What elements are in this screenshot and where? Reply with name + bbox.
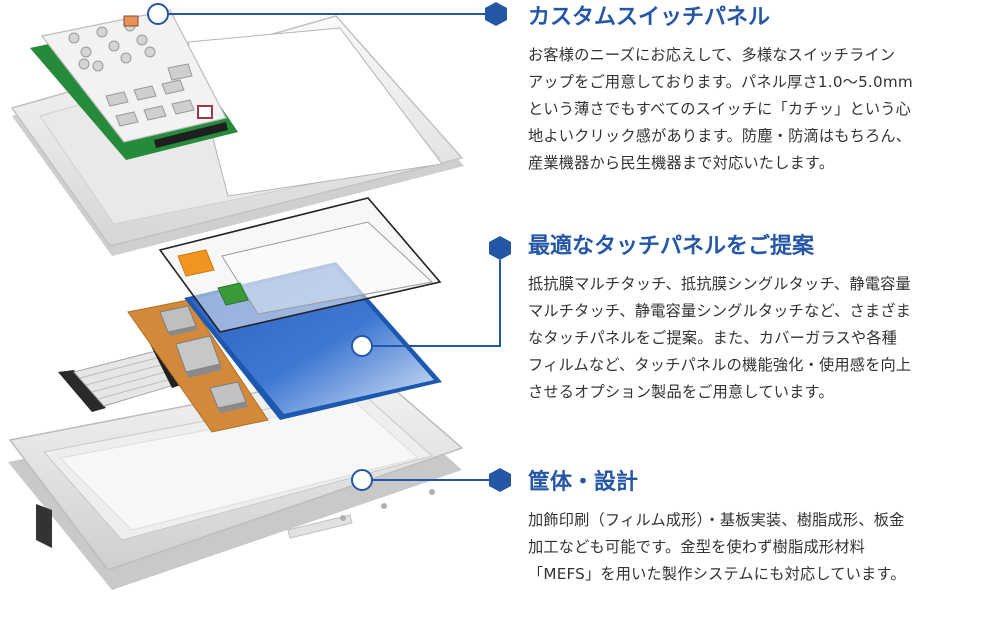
- section-custom-switch-panel: カスタムスイッチパネル お客様のニーズにお応えして、多様なスイッチライン アップ…: [528, 3, 996, 177]
- body-line: マルチタッチ、静電容量シングルタッチなど、さまざま: [528, 302, 912, 320]
- section-title: 最適なタッチパネルをご提案: [528, 234, 815, 259]
- body-line: 地よいクリック感があります。防塵・防滴はもちろん、: [528, 127, 912, 145]
- housing-layer: [8, 369, 464, 590]
- section-housing-design: 筐体・設計 加飾印刷（フィルム成形）・基板実装、樹脂成形、板金 加工なども可能で…: [528, 468, 996, 588]
- square-keys: [105, 63, 195, 127]
- hexagon-bullet-3: [489, 468, 511, 492]
- body-line: という薄さでもすべてのスイッチに「カチッ」という心: [528, 100, 912, 118]
- hexagon-bullet-1: [485, 2, 507, 26]
- section-body: 抵抗膜マルチタッチ、抵抗膜シングルタッチ、静電容量 マルチタッチ、静電容量シング…: [528, 271, 996, 406]
- body-line: なタッチパネルをご提案。また、カバーガラスや各種: [528, 329, 897, 347]
- callout-connectors: [147, 2, 511, 492]
- hexagon-bullet-2: [489, 236, 511, 260]
- orange-pcb-layer: [127, 299, 269, 433]
- pcb-chips: [159, 305, 248, 413]
- body-line: アップをご用意しております。パネル厚さ1.0～5.0mm: [528, 73, 913, 91]
- body-line: 加飾印刷（フィルム成形）・基板実装、樹脂成形、板金: [528, 511, 905, 529]
- body-line: フィルムなど、タッチパネルの機能強化・使用感を向上: [528, 356, 912, 374]
- body-line: させるオプション製品をご用意しています。: [528, 383, 834, 401]
- round-keys: [68, 20, 156, 72]
- section-touch-panel: 最適なタッチパネルをご提案 抵抗膜マルチタッチ、抵抗膜シングルタッチ、静電容量 …: [528, 232, 996, 406]
- section-body: お客様のニーズにお応えして、多様なスイッチライン アップをご用意しております。パ…: [528, 42, 996, 177]
- section-title: 筐体・設計: [528, 470, 639, 495]
- section-title: カスタムスイッチパネル: [528, 5, 771, 30]
- body-line: 産業機器から民生機器まで対応いたします。: [528, 154, 835, 172]
- section-body: 加飾印刷（フィルム成形）・基板実装、樹脂成形、板金 加工なども可能です。金型を使…: [528, 507, 996, 588]
- switch-panel-layer: [30, 9, 238, 160]
- overlay-film-layer: [158, 197, 442, 333]
- body-line: 加工なども可能です。金型を使わず樹脂成形材料: [528, 538, 866, 556]
- body-line: 「MEFS」を用いた製作システムにも対応しています。: [528, 565, 906, 583]
- body-line: お客様のニーズにお応えして、多様なスイッチライン: [528, 46, 896, 64]
- body-line: 抵抗膜マルチタッチ、抵抗膜シングルタッチ、静電容量: [528, 275, 911, 293]
